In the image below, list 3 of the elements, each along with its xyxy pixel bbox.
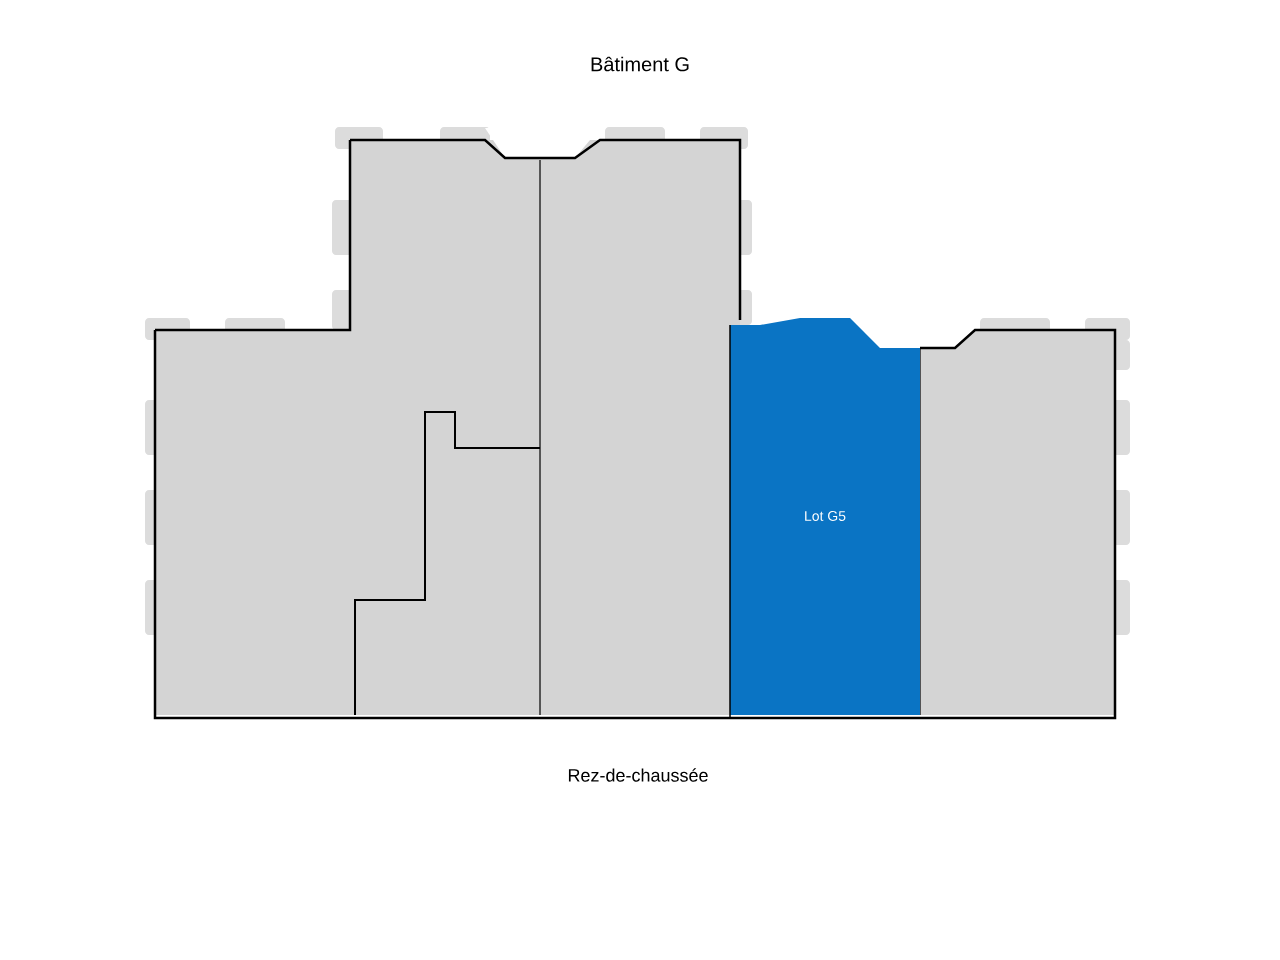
lot-area: Lot G5 <box>729 318 920 719</box>
title: Bâtiment G <box>591 56 689 72</box>
caption: Rez-de-chaussée <box>568 768 708 782</box>
